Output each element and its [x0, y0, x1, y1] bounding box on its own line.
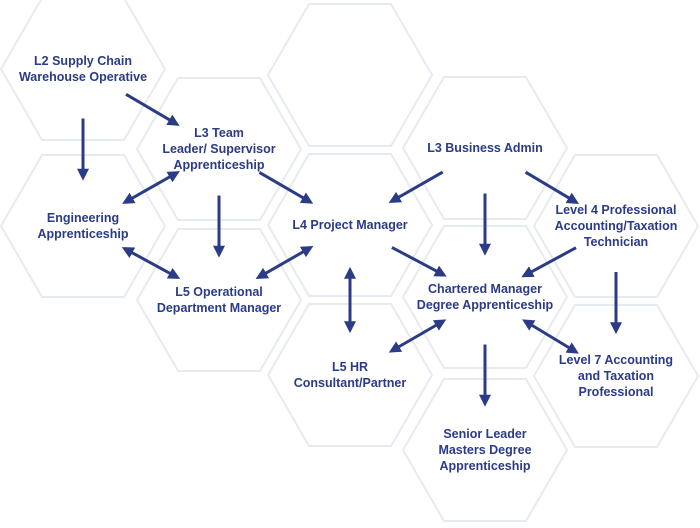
node-label-line: L5 HR: [332, 360, 368, 374]
node-label-line: L3 Team: [194, 126, 244, 140]
node-label-line: Leader/ Supervisor: [162, 142, 275, 156]
node-hexagon-l2-supply-chain: [0, 0, 167, 141]
node-label-line: Apprenticeship: [174, 158, 265, 172]
node-label-line: Engineering: [47, 211, 119, 225]
arrow-level4-accounting-to-chartered-manager: [521, 246, 577, 278]
node-label-line: Technician: [584, 235, 648, 249]
arrow-l3-team-leader-to-l4-project-manager: [258, 171, 314, 204]
arrow-l2-supply-chain-to-l3-team-leader: [125, 93, 180, 126]
node-label-l4-project-manager: L4 Project Manager: [292, 218, 407, 232]
node-label-line: Apprenticeship: [38, 227, 129, 241]
node-label-line: and Taxation: [578, 369, 654, 383]
arrow-engineering-to-l5-operational: [121, 247, 181, 279]
arrow-l3-business-admin-to-level4-accounting: [524, 170, 580, 204]
node-label-l5-hr: L5 HR Consultant/Partner: [294, 360, 407, 390]
node-label-line: L4 Project Manager: [292, 218, 407, 232]
node-label-line: L5 Operational: [175, 285, 263, 299]
node-hexagon-senior-leader: [401, 378, 569, 522]
arrow-layer: [77, 93, 622, 407]
node-label-line: Level 7 Accounting: [559, 353, 673, 367]
node-label-line: Degree Apprenticeship: [417, 298, 554, 312]
node-label-line: Consultant/Partner: [294, 376, 407, 390]
node-label-line: Professional: [578, 385, 653, 399]
arrow-l4-project-manager-to-chartered-manager: [391, 246, 447, 277]
node-hexagon-l3-business-admin: [401, 76, 569, 220]
arrow-chartered-manager-to-level7-accounting: [522, 319, 579, 354]
node-label-line: Senior Leader: [443, 427, 526, 441]
node-label-line: Apprenticeship: [440, 459, 531, 473]
node-label-l3-business-admin: L3 Business Admin: [427, 141, 543, 155]
node-label-line: Department Manager: [157, 301, 281, 315]
arrow-engineering-to-l3-team-leader: [122, 171, 180, 204]
background-hexagon: [266, 3, 434, 147]
node-label-line: Masters Degree: [438, 443, 531, 457]
node-label-line: L3 Business Admin: [427, 141, 543, 155]
node-label-line: Warehouse Operative: [19, 70, 147, 84]
node-label-line: Level 4 Professional: [556, 203, 677, 217]
arrow-chartered-manager-to-l5-hr: [388, 319, 447, 353]
arrow-l3-business-admin-to-l4-project-manager: [388, 170, 444, 203]
node-hexagon-level4-accounting: [532, 154, 700, 298]
arrow-l5-operational-to-l4-project-manager: [255, 246, 314, 279]
node-label-line: L2 Supply Chain: [34, 54, 132, 68]
node-label-line: Chartered Manager: [428, 282, 542, 296]
node-label-line: Accounting/Taxation: [555, 219, 678, 233]
